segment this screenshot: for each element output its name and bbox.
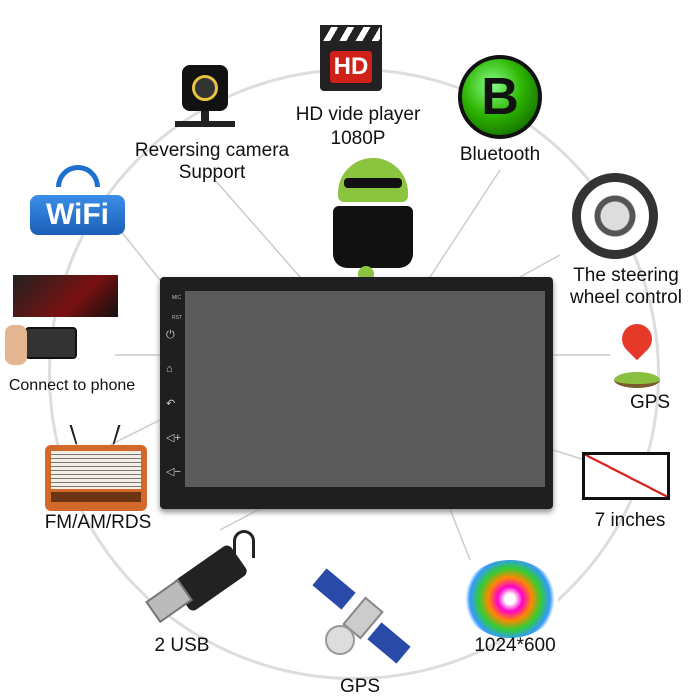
gps-pin-icon [610, 317, 660, 390]
radio-icon [45, 424, 147, 511]
color-burst-icon [462, 560, 558, 638]
usb-label: 2 USB [154, 635, 210, 656]
volume-down-icon[interactable]: ◁− [166, 466, 181, 478]
reversing-camera-icon [175, 65, 235, 133]
bluetooth-badge: B [481, 68, 519, 126]
steering-wheel-icon [572, 173, 658, 259]
hd-resolution-label: 1080P [330, 128, 386, 149]
camera-support-label: Support [178, 162, 246, 183]
phone-connection-icon [5, 275, 118, 370]
resolution-label: 1024*600 [474, 635, 556, 656]
volume-up-icon[interactable]: ◁+ [166, 432, 181, 444]
bluetooth-icon: B [458, 55, 542, 139]
size-label: 7 inches [594, 510, 666, 531]
android-robot-icon [318, 150, 428, 290]
hd-label: HD vide player [295, 104, 421, 125]
camera-label: Reversing camera [134, 140, 290, 161]
screen-size-icon [582, 452, 670, 500]
satellite-icon [312, 568, 411, 670]
satellite-gps-label: GPS [339, 676, 381, 697]
head-unit: MIC RST ⏻ ⌂ ↶ ◁+ ◁− [160, 277, 553, 509]
back-icon[interactable]: ↶ [166, 398, 176, 410]
steering-control-label: wheel control [570, 287, 682, 308]
hd-video-icon: HD [320, 25, 382, 93]
wifi-badge: WiFi [30, 195, 125, 235]
radio-label: FM/AM/RDS [44, 512, 152, 533]
usb-icon [145, 530, 265, 630]
wifi-icon: WiFi [30, 165, 125, 240]
display-screen[interactable] [185, 291, 545, 487]
gps-label: GPS [629, 392, 671, 413]
bluetooth-label: Bluetooth [459, 144, 541, 165]
steering-label: The steering [573, 265, 679, 286]
power-icon[interactable]: ⏻ [166, 329, 175, 341]
mic-label: MIC [172, 295, 182, 301]
hd-badge: HD [329, 51, 373, 83]
reset-button[interactable]: RST [172, 315, 182, 321]
phone-label: Connect to phone [8, 377, 136, 394]
home-icon[interactable]: ⌂ [166, 363, 173, 375]
